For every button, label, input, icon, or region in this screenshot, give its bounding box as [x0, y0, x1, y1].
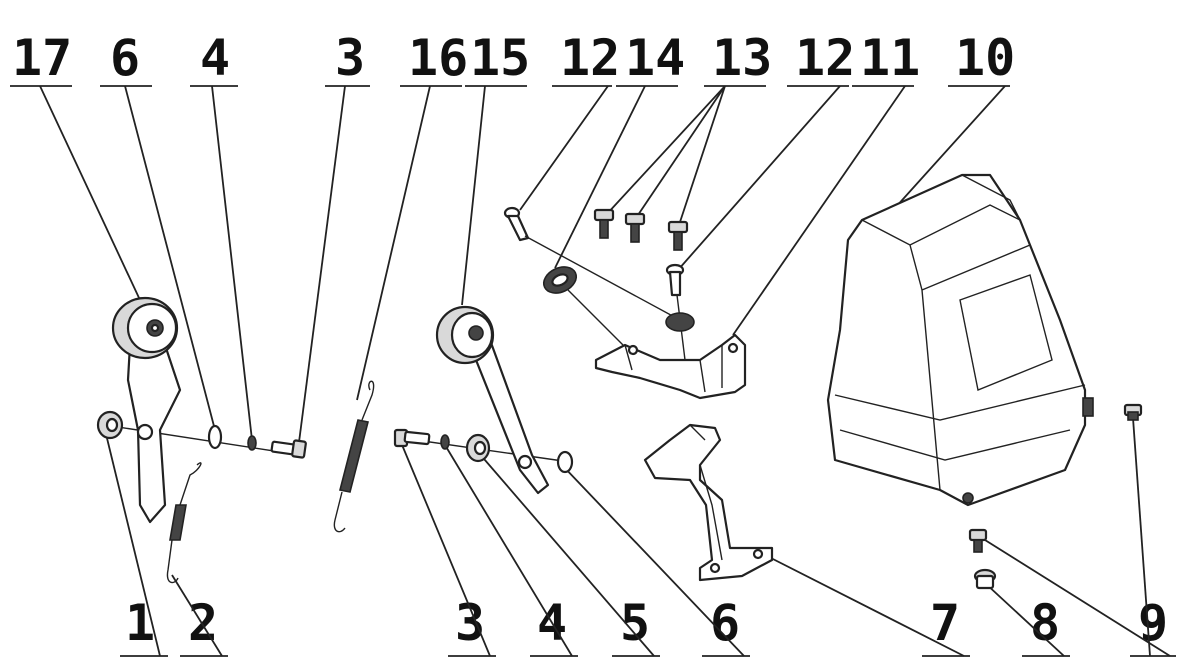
left-tensioner-arm [126, 343, 182, 524]
callout-4-top: 4 [200, 29, 230, 87]
left-tensioner-assembly [96, 296, 307, 584]
pulley-17 [111, 296, 179, 360]
bolt-13-b [624, 212, 646, 243]
callout-3-top: 3 [335, 29, 365, 87]
callout-14: 14 [625, 29, 685, 87]
lock-washer-4-left [247, 435, 257, 451]
bolt-3-left [270, 439, 307, 459]
upper-bracket-assembly [503, 206, 747, 400]
callout-13: 13 [712, 29, 772, 87]
callout-8: 8 [1030, 594, 1060, 652]
bracket-7 [643, 423, 774, 582]
callout-17: 17 [12, 29, 72, 87]
bottom-callouts: 1 2 3 4 5 6 7 8 9 [125, 594, 1168, 652]
pulley-15 [435, 305, 495, 365]
top-callouts: 17 6 4 3 16 15 12 14 13 12 11 10 [12, 29, 1015, 87]
pin-12-right [665, 263, 685, 297]
spacer-5 [465, 433, 491, 463]
callout-11: 11 [860, 29, 920, 87]
callout-15: 15 [470, 29, 530, 87]
callout-10: 10 [955, 29, 1015, 87]
callout-3-bottom: 3 [455, 594, 485, 652]
callout-6-bottom: 6 [710, 594, 740, 652]
middle-tensioner-arm [468, 338, 550, 495]
washer-1 [96, 410, 124, 440]
leader-lines [39, 85, 1171, 657]
bolt-9-right [1123, 403, 1143, 421]
spring-16 [333, 380, 375, 533]
pin-12-left [503, 206, 530, 242]
washer-6-middle [556, 450, 574, 474]
bolt-13-a [593, 208, 615, 239]
bolt-9-bottom [968, 528, 988, 553]
spring-2 [166, 462, 202, 584]
gear-14 [542, 266, 578, 294]
washer-6-left [207, 424, 223, 450]
callout-16: 16 [408, 29, 468, 87]
callout-7: 7 [930, 594, 960, 652]
gear-on-bracket [665, 312, 695, 332]
callout-12-right: 12 [795, 29, 855, 87]
nut-8 [973, 568, 997, 590]
lock-washer-4-middle [440, 434, 450, 450]
cover-10 [826, 173, 1094, 507]
callout-9: 9 [1138, 594, 1168, 652]
middle-tensioner-assembly [393, 305, 574, 495]
bolt-3-middle [393, 428, 431, 448]
callout-12-left: 12 [560, 29, 620, 87]
callout-1: 1 [125, 594, 155, 652]
callout-6-top: 6 [110, 29, 140, 87]
bolt-13-c [667, 220, 689, 251]
